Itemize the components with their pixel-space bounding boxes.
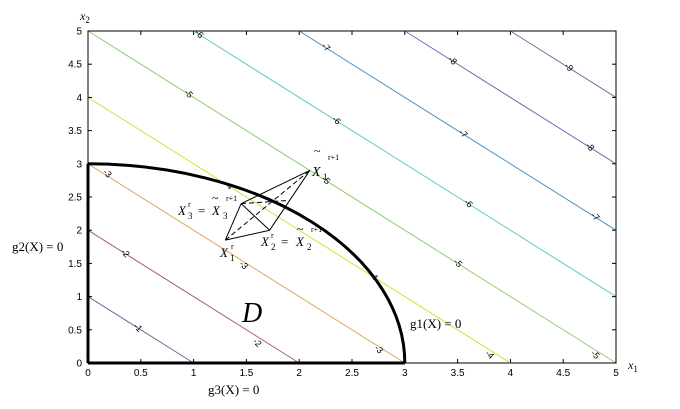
contour-lines xyxy=(87,30,617,364)
simplex-edge xyxy=(225,229,270,241)
svg-text:X: X xyxy=(260,234,270,249)
svg-text:X: X xyxy=(177,203,187,218)
g1-label: g1(X) = 0 xyxy=(410,316,461,331)
svg-text:r+1: r+1 xyxy=(311,225,322,234)
svg-text:2: 2 xyxy=(271,242,276,252)
x-axis-ticks: 0 0.5 1 1.5 2 2.5 3 3.5 4 4.5 5 xyxy=(85,31,619,379)
svg-text:X: X xyxy=(295,234,305,249)
y-tick-label: 1.5 xyxy=(68,259,82,270)
x-tick-label: 4 xyxy=(508,368,514,379)
svg-text:X: X xyxy=(211,203,221,218)
svg-text:3: 3 xyxy=(223,211,228,221)
x-axis-label: x1 xyxy=(627,358,638,374)
y-tick-label: 5 xyxy=(76,27,82,38)
y-tick-label: 3.5 xyxy=(68,126,82,137)
x-tick-label: 5 xyxy=(613,368,619,379)
svg-text:r+1: r+1 xyxy=(226,194,237,203)
y-tick-label: 2 xyxy=(76,226,82,237)
svg-text:r: r xyxy=(271,231,274,240)
x-tick-label: 3 xyxy=(402,368,408,379)
svg-text:r: r xyxy=(231,242,234,251)
x-tick-label: 1 xyxy=(191,368,197,379)
y-tick-label: 0.5 xyxy=(68,325,82,336)
y-tick-label: 1 xyxy=(76,292,82,303)
svg-text:~: ~ xyxy=(297,222,304,236)
g3-label: g3(X) = 0 xyxy=(208,382,259,397)
x-tick-label: 1.5 xyxy=(239,368,253,379)
y-tick-label: 2.5 xyxy=(68,193,82,204)
svg-text:=: = xyxy=(281,234,288,249)
contour-line xyxy=(404,30,617,165)
y-tick-label: 3 xyxy=(76,159,82,170)
simplex-geometry xyxy=(224,169,311,241)
svg-text:1: 1 xyxy=(323,172,328,182)
y-tick-label: 0 xyxy=(76,359,82,370)
svg-text:3: 3 xyxy=(188,211,193,221)
y-axis-label: x2 xyxy=(79,9,90,25)
y-tick-label: 4 xyxy=(76,93,82,104)
svg-text:r+1: r+1 xyxy=(328,153,339,162)
y-axis-ticks: 0 0.5 1 1.5 2 2.5 3 3.5 4 4.5 5 xyxy=(68,27,616,370)
contour-line xyxy=(87,296,194,364)
annotation-x2: X 2 r = ~ X 2 r+1 xyxy=(260,222,322,252)
simplex-reflection-line xyxy=(224,170,311,241)
region-d-label: D xyxy=(241,298,262,329)
contour-line xyxy=(510,30,617,98)
svg-text:X: X xyxy=(311,165,321,180)
annotation-x1: X 1 r xyxy=(219,242,235,263)
annotation-x3: X 3 r = ~ X 3 r+1 xyxy=(177,191,237,221)
x-tick-label: 0.5 xyxy=(134,368,148,379)
svg-text:~: ~ xyxy=(314,144,321,158)
svg-text:2: 2 xyxy=(307,242,312,252)
contour-line xyxy=(87,229,300,364)
svg-text:X: X xyxy=(219,245,229,260)
g1-constraint-arc xyxy=(87,162,407,364)
g2-label: g2(X) = 0 xyxy=(12,239,63,254)
simplex-edge xyxy=(240,203,270,231)
svg-text:=: = xyxy=(198,203,205,218)
simplex-median-line xyxy=(241,199,290,205)
contour-line xyxy=(87,30,617,364)
simplex-edge xyxy=(224,203,242,241)
x-tick-label: 4.5 xyxy=(556,368,570,379)
x-tick-label: 2.5 xyxy=(345,368,359,379)
simplex-edge xyxy=(240,169,310,205)
y-tick-label: 4.5 xyxy=(68,60,82,71)
svg-text:1: 1 xyxy=(230,253,235,263)
svg-text:r: r xyxy=(188,200,191,209)
contour-line xyxy=(193,30,617,298)
contour-line xyxy=(87,96,511,364)
contour-line xyxy=(87,163,406,364)
x-tick-label: 2 xyxy=(296,368,302,379)
x-tick-label: 3.5 xyxy=(451,368,465,379)
annotation-x1-new: ~ X 1 r+1 xyxy=(311,144,339,182)
x-tick-label: 0 xyxy=(85,368,91,379)
contour-line xyxy=(298,30,617,231)
svg-text:~: ~ xyxy=(212,191,219,205)
